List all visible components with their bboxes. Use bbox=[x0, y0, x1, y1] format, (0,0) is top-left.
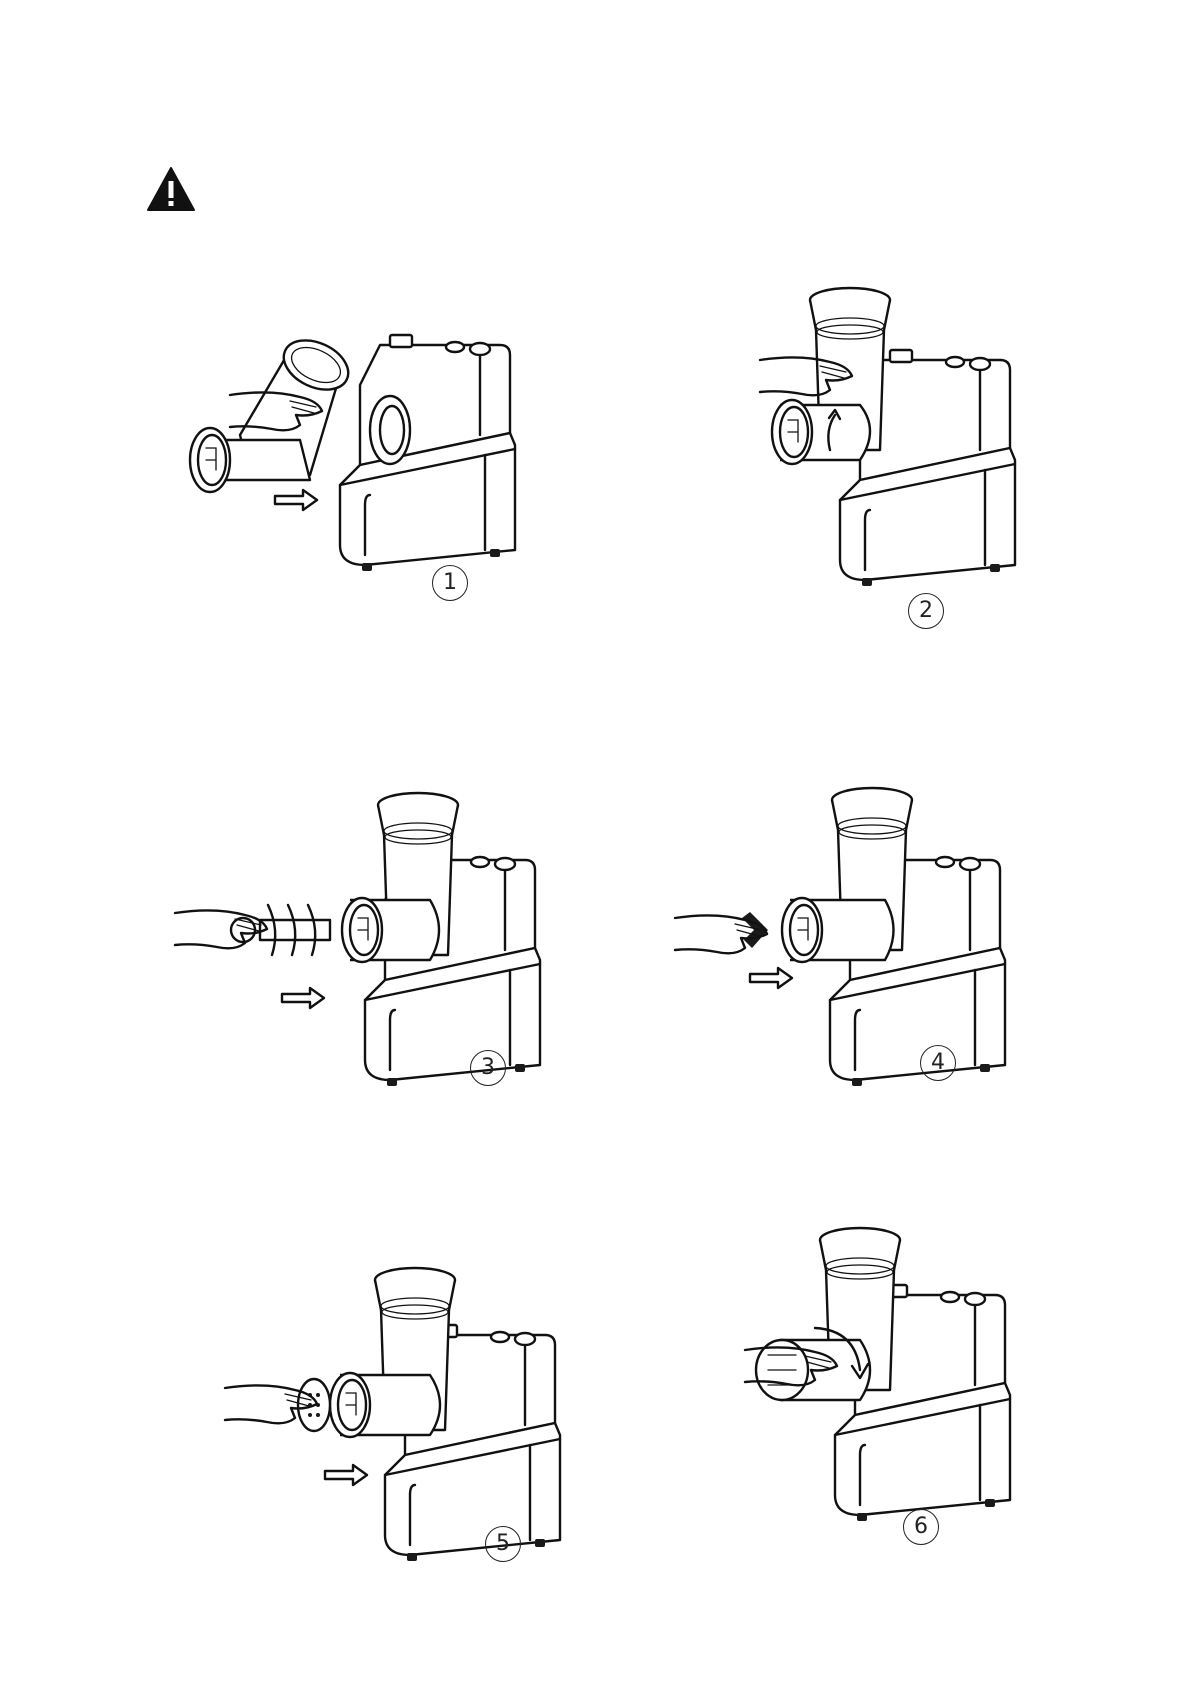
step-5-illustration: 5 bbox=[230, 1270, 570, 1570]
step-number-badge: 1 bbox=[432, 565, 468, 601]
step-number-badge: 3 bbox=[470, 1050, 506, 1086]
step-number-badge: 2 bbox=[908, 593, 944, 629]
step-1-illustration: 1 bbox=[170, 325, 530, 585]
step-3-illustration: 3 bbox=[180, 795, 550, 1095]
step-number-badge: 6 bbox=[903, 1509, 939, 1545]
step-number-badge: 4 bbox=[920, 1045, 956, 1081]
step-4-illustration: 4 bbox=[680, 790, 1020, 1090]
warning-triangle-icon bbox=[146, 166, 196, 212]
step-2-illustration: 2 bbox=[770, 290, 1030, 630]
step-number-badge: 5 bbox=[485, 1526, 521, 1562]
step-6-illustration: 6 bbox=[760, 1230, 1030, 1550]
